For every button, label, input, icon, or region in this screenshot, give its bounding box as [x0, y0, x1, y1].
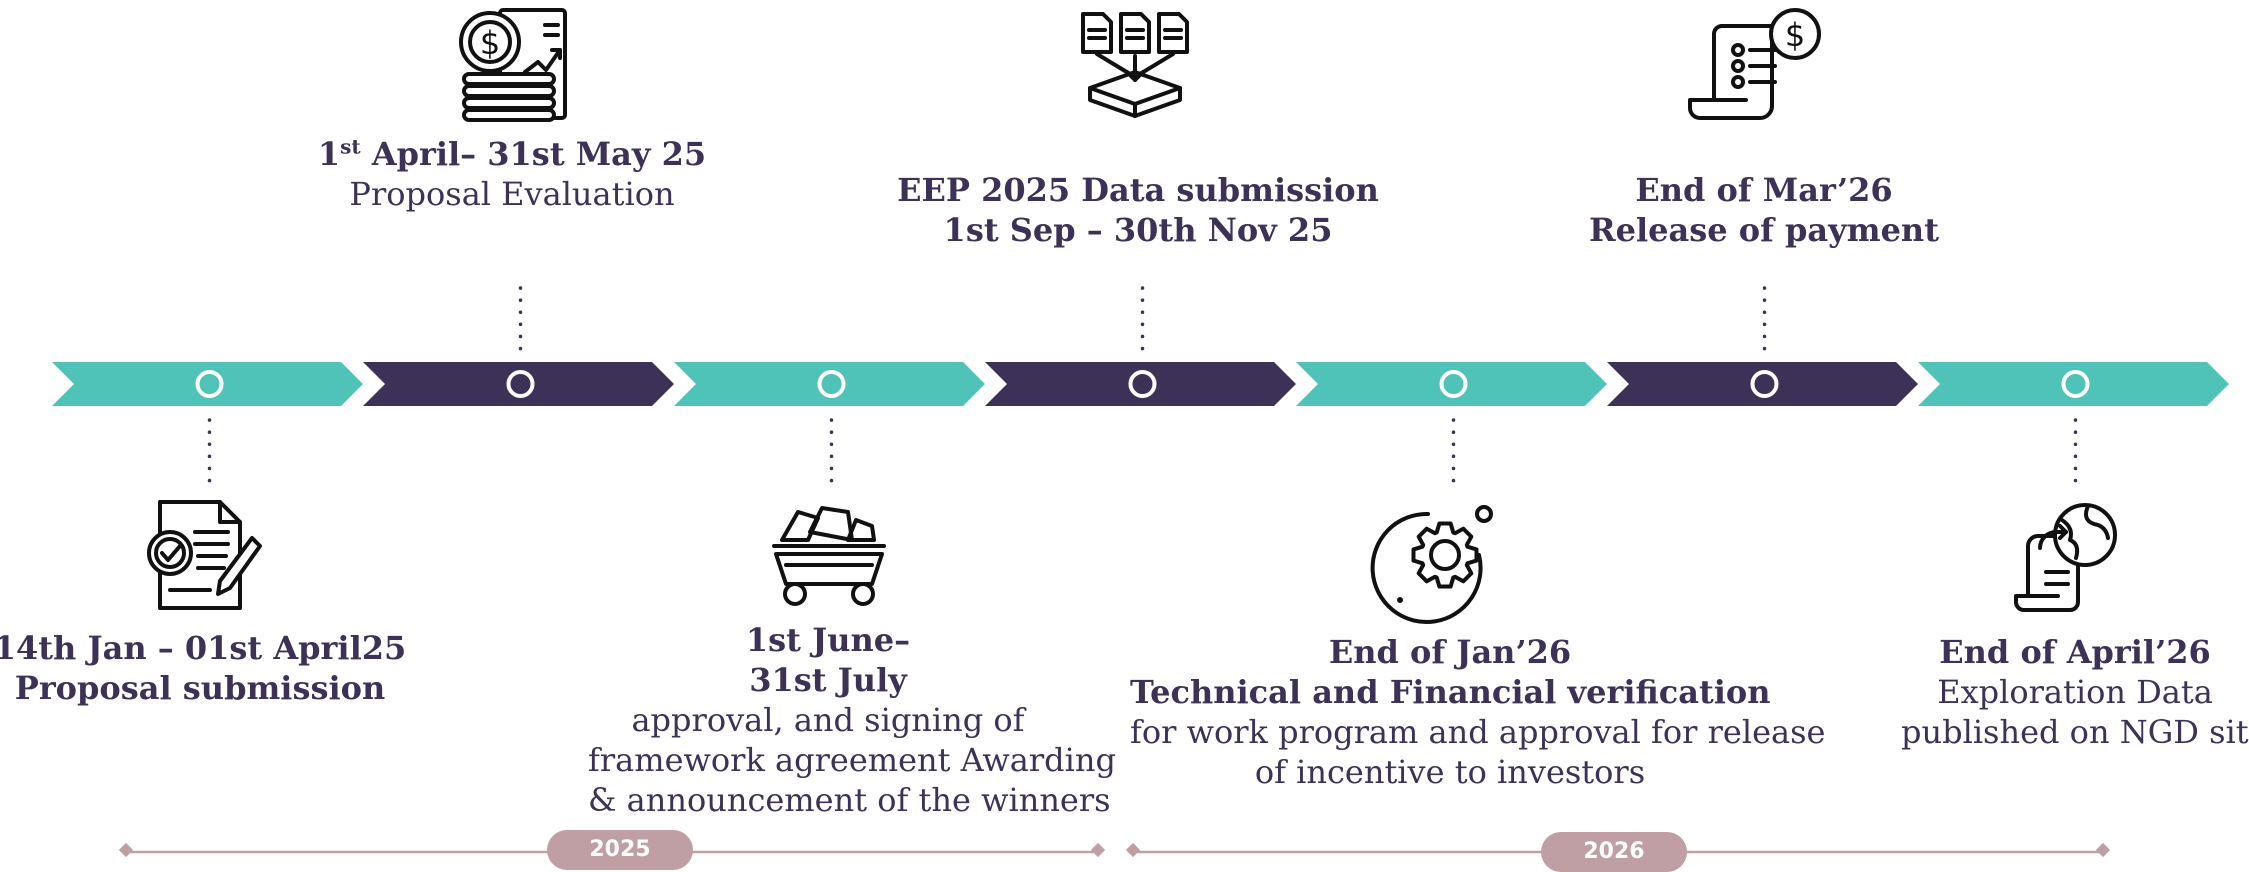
milestone-desc: Proposal Evaluation: [349, 175, 675, 213]
milestone-title: Technical and Financial verification: [1130, 673, 1771, 711]
chevron-segment: [363, 362, 674, 406]
milestone-date: 14th Jan – 01st April25: [0, 629, 407, 667]
dotted-connectors: [207, 286, 2078, 486]
data-upload-icon: [1081, 12, 1189, 118]
milestone-m6-label: End of Mar’26 Release of payment: [1554, 170, 1974, 250]
chevron-segment: [1918, 362, 2229, 406]
milestone-marker: [1439, 370, 1468, 398]
chevron-segment: [985, 362, 1296, 406]
milestone-date-line2: 31st July: [749, 661, 907, 699]
milestone-marker: [1750, 370, 1779, 398]
chevron-segment: [1607, 362, 1918, 406]
milestone-desc: framework agreement Awarding: [588, 741, 1116, 779]
milestone-title: Proposal submission: [14, 669, 386, 707]
milestone-m5-label: End of Jan’26 Technical and Financial ve…: [1130, 632, 1826, 792]
mine-cart-icon: [772, 506, 886, 606]
chevron-segment: [1296, 362, 1607, 406]
milestone-title: EEP 2025 Data submission: [897, 171, 1379, 209]
milestone-m7-label: End of April’26 Exploration Data publish…: [1901, 632, 2249, 752]
milestone-title: Release of payment: [1589, 211, 1939, 249]
milestone-desc: approval, and signing of: [631, 701, 1025, 739]
chevron-segment: [52, 362, 363, 406]
milestone-marker: [2061, 370, 2090, 398]
milestone-marker: [506, 370, 535, 398]
invoice-dollar-icon: $: [1688, 8, 1821, 120]
milestone-date: 1st Sep – 30th Nov 25: [943, 211, 1333, 249]
milestone-desc: & announcement of the winners: [588, 781, 1111, 819]
svg-text:$: $: [1785, 16, 1805, 54]
milestone-desc: Exploration Data: [1937, 673, 2213, 711]
year-badge-2026: 2026: [1541, 832, 1687, 872]
milestone-date: 1st April– 31st May 25: [317, 134, 707, 173]
milestone-m3-label: 1st June– 31st July approval, and signin…: [588, 620, 1116, 820]
milestone-date: End of April’26: [1939, 633, 2211, 671]
gear-cycle-icon: [1370, 505, 1493, 624]
globe-document-icon: [2014, 503, 2117, 612]
milestone-date: End of Jan’26: [1328, 633, 1572, 671]
coins-chart-icon: $: [459, 8, 567, 122]
milestone-date: End of Mar’26: [1635, 171, 1893, 209]
timeline-bar: [52, 362, 2229, 406]
milestone-desc: for work program and approval for releas…: [1130, 713, 1826, 751]
milestone-desc: of incentive to investors: [1254, 753, 1646, 791]
milestone-m1-label: 14th Jan – 01st April25 Proposal submiss…: [0, 628, 410, 708]
milestone-desc: published on NGD site: [1901, 713, 2249, 751]
milestone-marker: [1128, 370, 1157, 398]
milestone-m4-label: EEP 2025 Data submission 1st Sep – 30th …: [888, 170, 1388, 250]
milestone-marker: [195, 370, 224, 398]
milestone-m2-label: 1st April– 31st May 25 Proposal Evaluati…: [312, 134, 712, 214]
signed-document-icon: [147, 500, 262, 610]
milestone-marker: [817, 370, 846, 398]
milestone-date: 1st June–: [745, 621, 911, 659]
chevron-segment: [674, 362, 985, 406]
year-badge-2025: 2025: [547, 830, 693, 870]
svg-text:$: $: [480, 24, 500, 62]
